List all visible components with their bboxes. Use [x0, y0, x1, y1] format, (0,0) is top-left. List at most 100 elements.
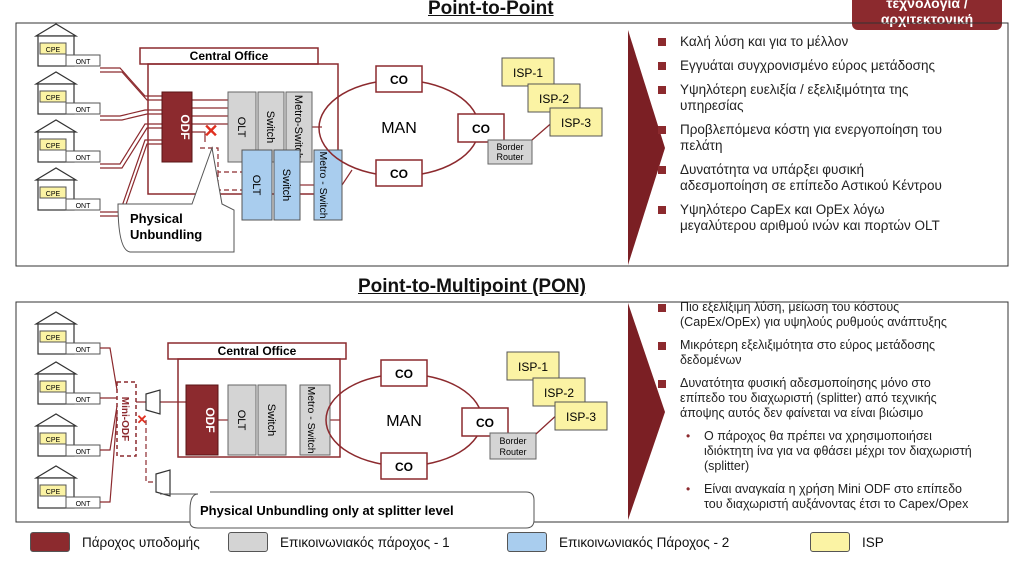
- pon-cpe-label: CPE: [46, 489, 61, 496]
- pon-bullet: Μικρότερη εξελιξιμότητα στο εύρος μετάδο…: [654, 338, 1014, 368]
- p2p-ont-box: [65, 198, 101, 211]
- pon-isp-3-label: ISP-3: [566, 410, 596, 424]
- pon-co-node-bottom-label: CO: [395, 460, 413, 474]
- p2p-metro-switch-1-label: Metro-Switch: [292, 95, 304, 159]
- pon-switch: [257, 384, 287, 456]
- pon-callout-text: Physical Unbundling only at splitter lev…: [200, 503, 454, 518]
- pon-ont-label: ONT: [76, 501, 92, 508]
- pon-mini-odf-label: Mini-ODF: [119, 397, 130, 441]
- pon-co-node-top-label: CO: [395, 367, 413, 381]
- pon-bullet-line: Πιο εξελίξιμη λύση, μείωση του κόστους: [680, 300, 900, 314]
- pon-man-label: MAN: [386, 413, 422, 430]
- pon-cpe-box: [39, 380, 67, 393]
- p2p-fiber-lines: [100, 67, 353, 217]
- p2p-ont-label: ONT: [76, 107, 92, 114]
- pon-splitter-icon: [145, 389, 161, 415]
- p2p-co-node-top: [375, 65, 423, 93]
- pon-bullet-line: επίπεδο του διαχωριστή (splitter) από τε…: [680, 391, 937, 405]
- pon-fiber-lines: [100, 347, 340, 503]
- p2p-isp-3: [549, 107, 603, 137]
- p2p-metro-switch-2: [313, 149, 343, 221]
- legend-label-isp: ISP: [862, 534, 884, 550]
- pon-isp-3: [554, 401, 608, 431]
- p2p-olt-2: [241, 149, 273, 221]
- legend-swatch-operator-2: [507, 532, 547, 552]
- pon-ont-label: ONT: [76, 397, 92, 404]
- p2p-man-label: MAN: [381, 120, 417, 137]
- legend-label-operator-1: Επικοινωνιακός πάροχος - 1: [280, 534, 450, 550]
- pon-sub-bullet-line: ιδιόκτητη ίνα για να φθάσει μέχρι τον δι…: [704, 444, 972, 458]
- pon-bullet-line: δεδομένων: [680, 353, 742, 367]
- p2p-bullet-line: Δυνατότητα να υπάρξει φυσική: [680, 162, 864, 177]
- p2p-olt-2-label: OLT: [250, 175, 262, 196]
- p2p-central-office-label: Central Office: [190, 49, 269, 63]
- legend-item-isp: ISP: [810, 532, 884, 552]
- p2p-bullet-line: Υψηλότερο CapEx και OpEx λόγω: [680, 202, 885, 217]
- pon-sub-bullet-line: (splitter): [704, 459, 750, 473]
- pon-house-icon: CPE ONT: [33, 361, 101, 405]
- p2p-bullet-line: Καλή λύση και για το μέλλον: [680, 34, 849, 49]
- pon-olt-label: OLT: [235, 410, 247, 431]
- pon-cpe-label: CPE: [46, 437, 61, 444]
- pon-unbundling-x-icon: ✕: [137, 412, 148, 427]
- legend-item-infra: Πάροχος υποδομής: [30, 532, 200, 552]
- p2p-cpe-label: CPE: [46, 95, 61, 102]
- pon-cpe-label: CPE: [46, 385, 61, 392]
- pon-co-node-right: [461, 407, 509, 437]
- p2p-switch-2-label: Switch: [280, 169, 292, 201]
- p2p-bullet-line: αδεσμοποίηση σε επίπεδο Αστικού Κέντρου: [680, 178, 942, 193]
- p2p-border-router-label-2: Router: [496, 152, 523, 162]
- p2p-cpe-box: [39, 42, 67, 55]
- p2p-metro-switch-2-label: Metro - Switch: [317, 151, 329, 218]
- pon-ont-label: ONT: [76, 449, 92, 456]
- p2p-ont-box: [65, 54, 101, 67]
- pon-isp-2: [532, 377, 586, 407]
- legend-label-infra: Πάροχος υποδομής: [82, 534, 200, 550]
- pon-bullet-line: (CapEx/OpEx) για υψηλούς ρυθμούς ανάπτυξ…: [680, 315, 947, 329]
- p2p-bullet-line: υπηρεσίας: [680, 98, 744, 113]
- pon-central-office-box: [177, 358, 341, 458]
- pon-isp-1-label: ISP-1: [518, 360, 548, 374]
- p2p-bullet-line: μεγαλύτερου αριθμού ινών και πορτών OLT: [680, 218, 940, 233]
- p2p-bullet-line: Υψηλότερη ευελιξία / εξελιξιμότητα της: [680, 82, 909, 97]
- p2p-ont-label: ONT: [76, 155, 92, 162]
- p2p-odf-box: [161, 91, 193, 163]
- p2p-house-icon: CPE ONT: [33, 167, 101, 211]
- pon-house-icon: CPE ONT: [33, 465, 101, 509]
- p2p-cpe-box: [39, 90, 67, 103]
- p2p-callout-line-1: Physical: [130, 211, 183, 226]
- pon-metro-switch-label: Metro - Switch: [305, 386, 317, 453]
- p2p-ont-label: ONT: [76, 203, 92, 210]
- pon-sub-bullet-line: Είναι αναγκαία η χρήση Mini ODF στο επίπ…: [704, 482, 963, 496]
- legend-item-operator-2: Επικοινωνιακός Πάροχος - 2: [507, 532, 729, 552]
- pon-sub-bullet-line: του διαχωριστή αυξάνοντας έτσι το Capex/…: [704, 497, 969, 511]
- pon-switch-label: Switch: [265, 404, 277, 436]
- pon-olt: [227, 384, 257, 456]
- p2p-cpe-box: [39, 138, 67, 151]
- pon-cpe-label: CPE: [46, 335, 61, 342]
- pon-bullet-line: Δυνατότητα φυσική αδεσμοποίησης μόνο στο: [680, 376, 931, 390]
- p2p-bullet-line: Προβλεπόμενα κόστη για ενεργοποίηση του: [680, 122, 943, 137]
- legend-swatch-operator-1: [228, 532, 268, 552]
- p2p-border-router-label-1: Border: [496, 142, 523, 152]
- p2p-house-icon: CPE ONT: [33, 71, 101, 115]
- p2p-co-node-bottom-label: CO: [390, 167, 408, 181]
- pon-co-node-bottom: [380, 452, 428, 480]
- pon-metro-switch: [299, 384, 331, 456]
- pon-isp-1: [506, 351, 560, 381]
- pon-border-router: [489, 432, 537, 460]
- p2p-cpe-label: CPE: [46, 191, 61, 198]
- pon-splitter-2-icon: [155, 469, 171, 497]
- p2p-odf-label: ODF: [178, 114, 192, 139]
- p2p-co-node-top-label: CO: [390, 73, 408, 87]
- p2p-bullet: Εγγυάται συγχρονισμένο εύρος μετάδοσης: [654, 58, 1004, 74]
- p2p-co-node-right-label: CO: [472, 122, 490, 136]
- p2p-isp-3-label: ISP-3: [561, 116, 591, 130]
- legend-swatch-isp: [810, 532, 850, 552]
